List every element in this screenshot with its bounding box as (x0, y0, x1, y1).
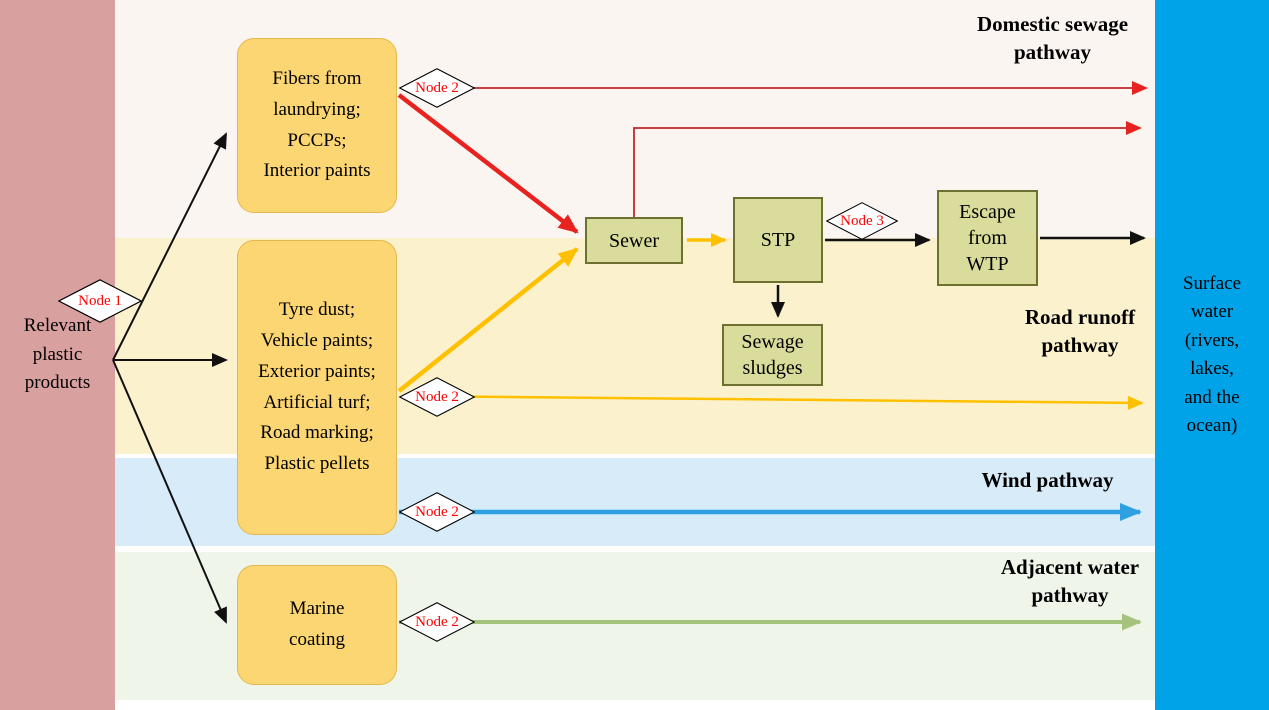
node-2-label: Node 2 (415, 503, 459, 520)
arrow-road-to-sewer (397, 247, 579, 393)
node-2-diamond-marine: Node 2 (399, 602, 475, 642)
sewer-box: Sewer (585, 217, 683, 264)
plastic-products-band: Relevant plastic products (0, 0, 115, 710)
diamond-shape (399, 68, 475, 108)
adjacent-water-band-bg (0, 552, 1269, 700)
node-1-label: Node 1 (78, 292, 122, 309)
source-box-marine-coating: Marine coating (237, 565, 397, 685)
road-runoff-band-bg (0, 238, 1269, 454)
arrow-road-runoff-to-surface-water (401, 394, 1144, 410)
sewage-sludges-box: Sewage sludges (722, 324, 823, 386)
road-runoff-pathway-label: Road runoff pathway (1024, 305, 1136, 358)
stp-box: STP (733, 197, 823, 283)
escape-from-wtp-box: Escape from WTP (937, 190, 1038, 286)
node-3-diamond: Node 3 (826, 202, 898, 240)
diamond-shape (399, 377, 475, 417)
node-1-diamond: Node 1 (58, 279, 142, 323)
adjacent-water-pathway-label: Adjacent water pathway (1000, 555, 1140, 608)
surface-water-band: Surface water (rivers, lakes, and the oc… (1155, 0, 1269, 710)
source-box-laundry-label: Fibers from laundrying; PCCPs; Interior … (263, 67, 371, 182)
arrow-products-to-laundry (112, 132, 227, 361)
surface-water-label: Surface water (rivers, lakes, and the oc… (1182, 272, 1242, 437)
wind-band-bg (0, 458, 1269, 546)
arrow-products-to-marine (112, 359, 227, 624)
arrow-laundry-to-sewer (397, 93, 579, 234)
stp-label: STP (760, 229, 796, 251)
plastic-products-label: Relevant plastic products (23, 315, 92, 394)
domestic-sewage-pathway-label: Domestic sewage pathway (976, 12, 1129, 65)
arrow-sewer-overflow-to-surface-water (633, 121, 1142, 217)
source-box-marine-label: Marine coating (289, 598, 345, 650)
source-box-road: Tyre dust; Vehicle paints; Exterior pain… (237, 240, 397, 535)
source-box-laundry: Fibers from laundrying; PCCPs; Interior … (237, 38, 397, 213)
diamond-shape (399, 602, 475, 642)
node-2-label: Node 2 (415, 388, 459, 405)
sewage-sludges-label: Sewage sludges (741, 331, 804, 379)
diamond-shape (399, 492, 475, 532)
wind-pathway-label: Wind pathway (981, 468, 1114, 492)
diamond-shape (826, 202, 898, 240)
source-box-road-label: Tyre dust; Vehicle paints; Exterior pain… (258, 299, 376, 475)
node-2-diamond-wind: Node 2 (399, 492, 475, 532)
node-2-diamond-road: Node 2 (399, 377, 475, 417)
node-3-label: Node 3 (840, 212, 884, 229)
diamond-shape (58, 279, 142, 323)
node-2-label: Node 2 (415, 79, 459, 96)
escape-from-wtp-label: Escape from WTP (959, 201, 1016, 275)
node-2-diamond-domestic: Node 2 (399, 68, 475, 108)
node-2-label: Node 2 (415, 613, 459, 630)
sewer-label: Sewer (609, 229, 659, 252)
